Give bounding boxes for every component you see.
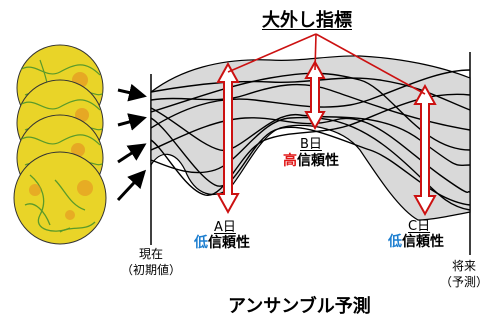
- globe-stack: [13, 44, 107, 245]
- spread-arrows: [216, 59, 437, 217]
- end-label-line2: （予測）: [440, 275, 489, 289]
- start-label-line1: 現在: [139, 247, 164, 261]
- globe-4: [13, 151, 107, 245]
- point-b-day: B日: [300, 137, 322, 152]
- point-b-reliability: 高信頼性: [283, 150, 339, 170]
- diagram-title: 大外し指標: [262, 10, 352, 31]
- point-a-level: 低: [194, 235, 208, 251]
- end-label-line1: 将来: [452, 259, 477, 273]
- point-c-reliability: 低信頼性: [388, 231, 444, 251]
- point-b-suffix: 信頼性: [297, 153, 339, 169]
- point-c-level: 低: [388, 234, 402, 250]
- initial-arrows: [116, 83, 147, 202]
- arrow-b: [304, 59, 326, 131]
- end-label: 将来 （予測）: [440, 258, 488, 290]
- point-a-day: A日: [214, 220, 236, 235]
- arrow-a: [216, 61, 240, 215]
- point-c-suffix: 信頼性: [402, 234, 444, 250]
- start-label: 現在 （初期値）: [121, 246, 181, 278]
- point-c-day: C日: [408, 219, 431, 234]
- diagram-caption: アンサンブル予測: [228, 296, 371, 317]
- title-pointers: [227, 33, 426, 95]
- arrow-c: [413, 83, 437, 217]
- point-a-reliability: 低信頼性: [194, 232, 250, 252]
- start-label-line2: （初期値）: [121, 263, 182, 277]
- point-b-level: 高: [283, 153, 297, 169]
- point-a-suffix: 信頼性: [208, 235, 250, 251]
